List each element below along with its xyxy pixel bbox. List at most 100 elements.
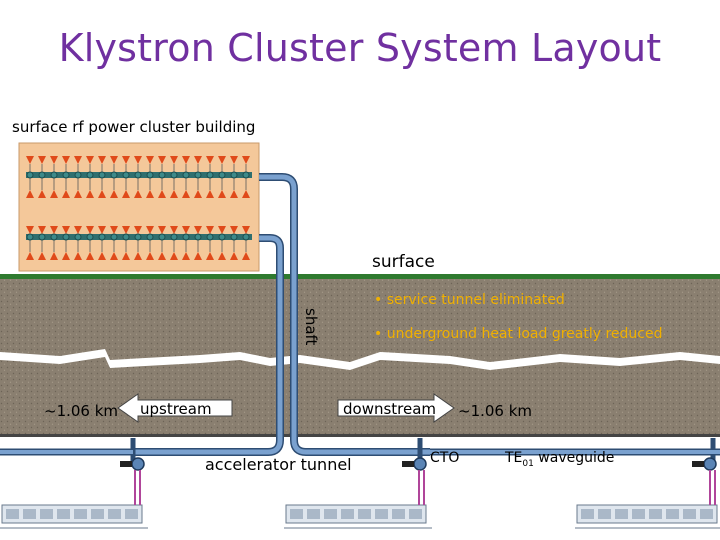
klystron-coupler <box>218 233 226 241</box>
klystron-marker <box>74 226 82 234</box>
upstream-label: upstream <box>140 400 212 418</box>
klystron-marker <box>158 226 166 234</box>
cryomodule-string <box>576 504 718 524</box>
klystron-marker <box>122 190 130 198</box>
klystron-marker <box>86 252 94 260</box>
klystron-coupler <box>38 171 46 179</box>
klystron-marker <box>182 226 190 234</box>
klystron-coupler <box>170 171 178 179</box>
klystron-marker <box>194 156 202 164</box>
klystron-marker <box>242 226 250 234</box>
klystron-coupler <box>194 233 202 241</box>
shaft-label: shaft <box>302 308 320 346</box>
rf-feed-line <box>134 470 141 505</box>
klystron-marker <box>122 252 130 260</box>
klystron-marker <box>194 226 202 234</box>
klystron-marker <box>218 226 226 234</box>
cavity-module <box>683 509 696 519</box>
ground-upper <box>0 279 720 359</box>
klystron-marker <box>38 226 46 234</box>
cavity-module <box>649 509 662 519</box>
klystron-marker <box>158 252 166 260</box>
cavity-module <box>40 509 53 519</box>
klystron-coupler <box>194 171 202 179</box>
klystron-marker <box>110 252 118 260</box>
cavity-module <box>632 509 645 519</box>
klystron-coupler <box>158 233 166 241</box>
cavity-module <box>74 509 87 519</box>
cavity-module <box>375 509 388 519</box>
klystron-marker <box>170 226 178 234</box>
klystron-coupler <box>242 171 250 179</box>
klystron-marker <box>218 190 226 198</box>
klystron-marker <box>74 156 82 164</box>
klystron-coupler <box>206 233 214 241</box>
klystron-marker <box>242 190 250 198</box>
klystron-marker <box>182 190 190 198</box>
cavity-module <box>598 509 611 519</box>
klystron-coupler <box>110 233 118 241</box>
klystron-marker <box>122 226 130 234</box>
break-line <box>0 349 720 370</box>
klystron-marker <box>170 190 178 198</box>
cto-node-center <box>402 457 427 471</box>
downstream-label: downstream <box>343 400 437 418</box>
klystron-coupler <box>74 233 82 241</box>
klystron-marker <box>230 252 238 260</box>
klystron-marker <box>86 190 94 198</box>
klystron-marker <box>242 252 250 260</box>
klystron-coupler <box>86 171 94 179</box>
cavity-module <box>290 509 303 519</box>
klystron-coupler <box>218 171 226 179</box>
klystron-marker <box>98 156 106 164</box>
klystron-marker <box>194 190 202 198</box>
klystron-coupler <box>146 233 154 241</box>
klystron-marker <box>110 156 118 164</box>
cavity-module <box>125 509 138 519</box>
cavity-module <box>6 509 19 519</box>
klystron-coupler <box>74 171 82 179</box>
klystron-coupler <box>122 233 130 241</box>
klystron-coupler <box>110 171 118 179</box>
klystron-marker <box>38 190 46 198</box>
waveguide-label: TE01 waveguide <box>505 450 615 469</box>
right-distance-label: ~1.06 km <box>458 402 533 420</box>
cavity-module <box>581 509 594 519</box>
klystron-marker <box>122 156 130 164</box>
klystron-marker <box>86 156 94 164</box>
bullet-heat-load: • underground heat load greatly reduced <box>374 326 663 342</box>
cto-node-left <box>120 457 145 471</box>
klystron-marker <box>182 252 190 260</box>
klystron-marker <box>86 226 94 234</box>
klystron-marker <box>38 252 46 260</box>
cavity-module <box>307 509 320 519</box>
cavity-module <box>91 509 104 519</box>
cavity-module <box>324 509 337 519</box>
klystron-marker <box>230 226 238 234</box>
upstream-arrow <box>117 393 233 423</box>
klystron-coupler <box>50 233 58 241</box>
cryomodule-string <box>1 504 143 524</box>
page-title: Klystron Cluster System Layout <box>58 26 662 70</box>
cavity-module <box>615 509 628 519</box>
cryomodule-string <box>285 504 427 524</box>
klystron-marker <box>50 156 58 164</box>
klystron-coupler <box>38 233 46 241</box>
klystron-marker <box>206 190 214 198</box>
klystron-coupler <box>26 233 34 241</box>
klystron-marker <box>170 252 178 260</box>
klystron-marker <box>38 156 46 164</box>
bullet-service-tunnel: • service tunnel eliminated <box>374 292 565 308</box>
cavity-module <box>108 509 121 519</box>
downstream-arrow <box>337 393 455 423</box>
klystron-coupler <box>62 171 70 179</box>
klystron-marker <box>110 226 118 234</box>
klystron-marker <box>50 252 58 260</box>
klystron-coupler <box>98 171 106 179</box>
klystron-marker <box>98 190 106 198</box>
klystron-marker <box>218 252 226 260</box>
klystron-coupler <box>242 233 250 241</box>
rf-feed-line <box>418 470 425 505</box>
klystron-marker <box>26 156 34 164</box>
klystron-marker <box>206 156 214 164</box>
